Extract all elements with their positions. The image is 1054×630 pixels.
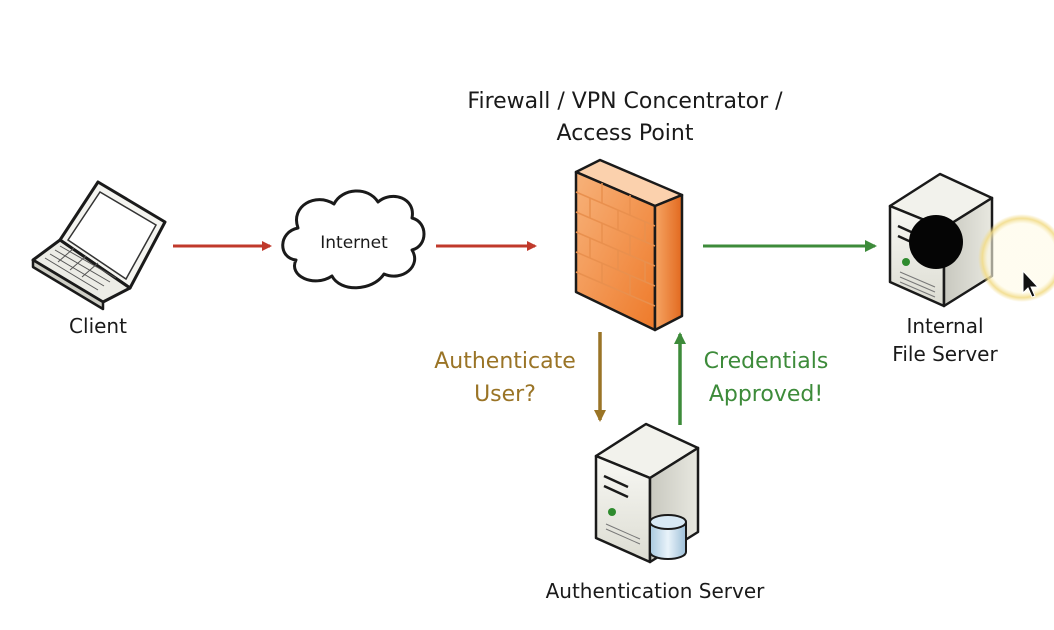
database-icon [649, 514, 687, 560]
client-label: Client [69, 314, 127, 338]
internet-label: Internet [320, 233, 388, 253]
highlight-dot [909, 215, 963, 269]
authenticate-label-line2: User? [474, 382, 536, 407]
file-server-label-line1: Internal [906, 314, 984, 338]
authentication-server-label: Authentication Server [545, 579, 765, 603]
laptop-icon [31, 180, 167, 311]
cursor-highlight-ring [978, 214, 1054, 302]
credentials-label-line1: Credentials [703, 349, 829, 374]
authenticate-label-line1: Authenticate [434, 349, 576, 374]
authentication-server-icon [594, 422, 700, 564]
file-server-label-line2: File Server [892, 342, 998, 366]
firewall-icon [574, 158, 684, 332]
firewall-label-line2: Access Point [556, 121, 694, 146]
firewall-label-line1: Firewall / VPN Concentrator / [467, 89, 783, 114]
cloud-icon [281, 189, 426, 290]
credentials-label-line2: Approved! [708, 382, 824, 407]
mouse-pointer-icon [1022, 269, 1040, 298]
